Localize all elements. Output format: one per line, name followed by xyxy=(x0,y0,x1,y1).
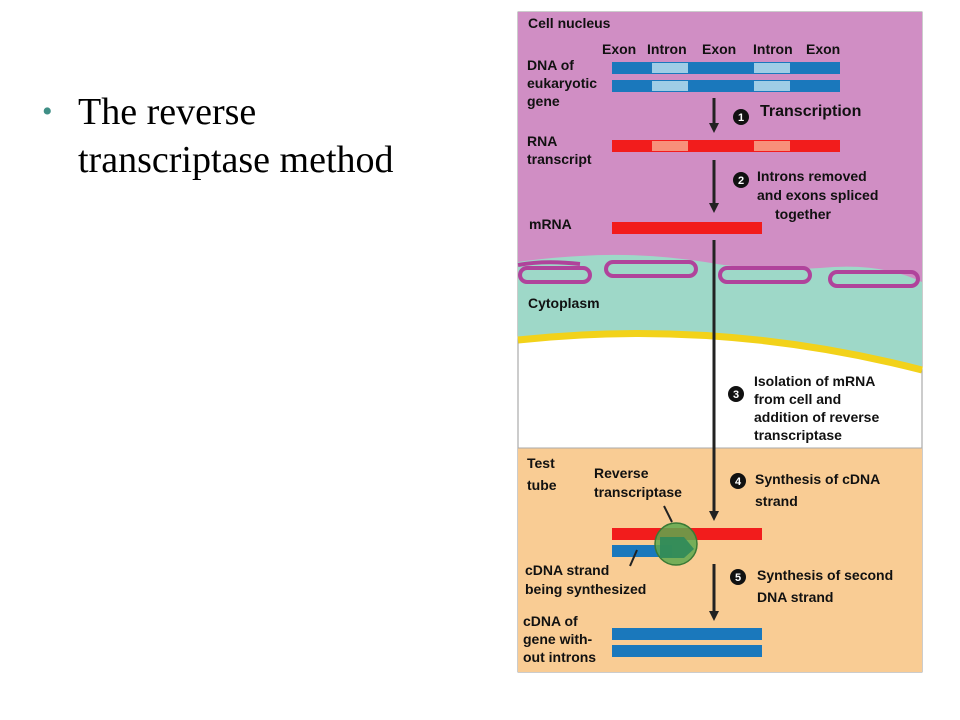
step-4-text-1: Synthesis of cDNA xyxy=(755,471,880,487)
exon-label-3: Exon xyxy=(806,41,840,57)
rna-label-1: RNA xyxy=(527,133,557,149)
cdna-final-label-1: cDNA of xyxy=(523,613,578,629)
step-5-text-1: Synthesis of second xyxy=(757,567,893,583)
step-5: 5 Synthesis of second DNA strand xyxy=(730,567,893,605)
reverse-transcriptase-label-1: Reverse xyxy=(594,465,649,481)
cdna-final-label-3: out introns xyxy=(523,649,596,665)
step-2: 2 Introns removed and exons spliced toge… xyxy=(733,168,878,222)
step-3-text-1: Isolation of mRNA xyxy=(754,373,875,389)
bullet-dot: • xyxy=(42,95,53,128)
cytoplasm-label: Cytoplasm xyxy=(528,295,600,311)
dna-label-1: DNA of xyxy=(527,57,574,73)
rna-label-2: transcript xyxy=(527,151,592,167)
step-4: 4 Synthesis of cDNA strand xyxy=(730,471,880,509)
step-2-text-2: and exons spliced xyxy=(757,187,878,203)
eukaryotic-dna xyxy=(612,62,840,92)
rna-transcript xyxy=(612,140,840,152)
step-3-text-4: transcriptase xyxy=(754,427,842,443)
step-3-badge xyxy=(728,386,744,402)
cdna-synthesis xyxy=(612,505,762,567)
test-tube-label-1: Test xyxy=(527,455,555,471)
bullet-line-1: The reverse xyxy=(78,91,257,133)
dna-label-2: eukaryotic xyxy=(527,75,597,91)
nuclear-envelope xyxy=(517,260,920,288)
cdna-synth-label-2: being synthesized xyxy=(525,581,646,597)
step-2-text-1: Introns removed xyxy=(757,168,867,184)
cell-nucleus-label: Cell nucleus xyxy=(528,15,611,31)
mrna-strand xyxy=(612,222,762,234)
test-tube-label-2: tube xyxy=(527,477,557,493)
step-3-text-2: from cell and xyxy=(754,391,841,407)
step-5-badge xyxy=(730,569,746,585)
bullet-text: The reverse transcriptase method xyxy=(78,88,458,184)
mrna-label: mRNA xyxy=(529,216,572,232)
svg-text:4: 4 xyxy=(735,476,742,488)
svg-text:5: 5 xyxy=(735,572,741,584)
svg-text:1: 1 xyxy=(738,112,744,124)
step-3-text-3: addition of reverse xyxy=(754,409,879,425)
exon-label-2: Exon xyxy=(702,41,736,57)
bullet-line-2: transcriptase method xyxy=(78,139,394,181)
reverse-transcriptase-label-2: transcriptase xyxy=(594,484,682,500)
step-4-text-2: strand xyxy=(755,493,798,509)
cell-membrane xyxy=(517,329,923,374)
cdna-synth-label-1: cDNA strand xyxy=(525,562,609,578)
step-1: 1 Transcription xyxy=(733,103,861,125)
dna-label-3: gene xyxy=(527,93,560,109)
intron-label-1: Intron xyxy=(647,41,687,57)
svg-text:3: 3 xyxy=(733,389,739,401)
step-2-text-3: together xyxy=(775,206,832,222)
final-cdna xyxy=(612,628,762,657)
step-2-badge xyxy=(733,172,749,188)
intron-label-2: Intron xyxy=(753,41,793,57)
exon-label-1: Exon xyxy=(602,41,636,57)
svg-text:2: 2 xyxy=(738,175,744,187)
step-1-text: Transcription xyxy=(760,103,861,120)
step-4-badge xyxy=(730,473,746,489)
step-5-text-2: DNA strand xyxy=(757,589,834,605)
step-1-badge xyxy=(733,109,749,125)
step-3: 3 Isolation of mRNA from cell and additi… xyxy=(728,373,879,443)
cdna-final-label-2: gene with- xyxy=(523,631,593,647)
